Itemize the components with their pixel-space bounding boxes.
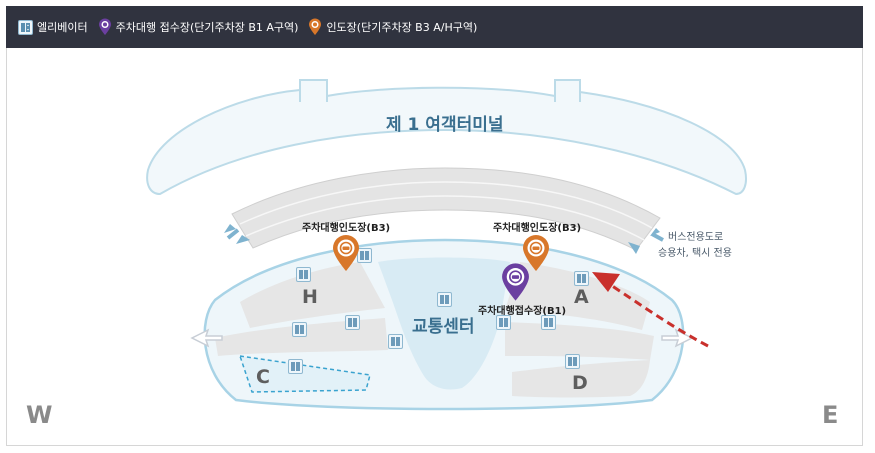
elevator-icon (292, 322, 307, 337)
map-legend: 엘리베이터 주차대행 접수장(단기주차장 B1 A구역) 인도장(단기주차장 B… (6, 6, 863, 48)
compass-east: E (822, 401, 839, 429)
transport-center-label: 교통센터 (412, 317, 475, 337)
zone-label-d: D (572, 372, 588, 394)
legend-label: 인도장(단기주차장 B3 A/H구역) (326, 21, 478, 34)
legend-label: 엘리베이터 (37, 21, 88, 34)
elevator-icon (541, 315, 556, 330)
elevator-icon (18, 19, 33, 35)
bus-lane-line2: 승용차, 택시 전용 (658, 248, 732, 259)
route-arrow (592, 272, 709, 348)
compass-west: W (26, 401, 53, 429)
zone-label-h: H (302, 286, 318, 308)
elevator-icon (345, 315, 360, 330)
bus-lane-line1: 버스전용도로 (668, 232, 724, 243)
direction-arrow-icon (224, 224, 236, 233)
elevator-icon (357, 248, 372, 263)
pin-label: 주차대행인도장(B3) (302, 223, 391, 234)
terminal-building (146, 79, 747, 196)
elevator-icon (296, 267, 311, 282)
zone-label-c: C (256, 366, 270, 388)
direction-arrow-icon (651, 232, 664, 242)
departure-road (231, 167, 661, 251)
elevator-icon (574, 271, 589, 286)
zone-label-a: A (574, 286, 589, 308)
direction-arrow-icon (226, 228, 240, 240)
elevator-icon (437, 292, 452, 307)
elevator-icon (288, 359, 303, 374)
pin-label: 주차대행인도장(B3) (493, 223, 582, 234)
elevator-icon (388, 334, 403, 349)
pin-label: 주차대행접수장(B1) (478, 306, 567, 317)
transport-center-area (190, 238, 694, 411)
legend-label: 주차대행 접수장(단기주차장 B1 A구역) (115, 21, 299, 34)
direction-arrow-icon (628, 242, 640, 254)
bus-lane-note: 버스전용도로 승용차, 택시 전용 (658, 230, 732, 262)
legend-item-valet-pickup: 인도장(단기주차장 B3 A/H구역) (308, 18, 477, 36)
purple-pin-icon (98, 18, 111, 35)
legend-item-valet-dropoff: 주차대행 접수장(단기주차장 B1 A구역) (98, 18, 299, 36)
elevator-icon (565, 354, 580, 369)
orange-pin-icon (309, 18, 322, 35)
legend-item-elevator: 엘리베이터 (18, 19, 88, 35)
terminal-label: 제 1 여객터미널 (386, 115, 504, 135)
elevator-icon (496, 315, 511, 330)
direction-arrow-icon (236, 235, 250, 244)
